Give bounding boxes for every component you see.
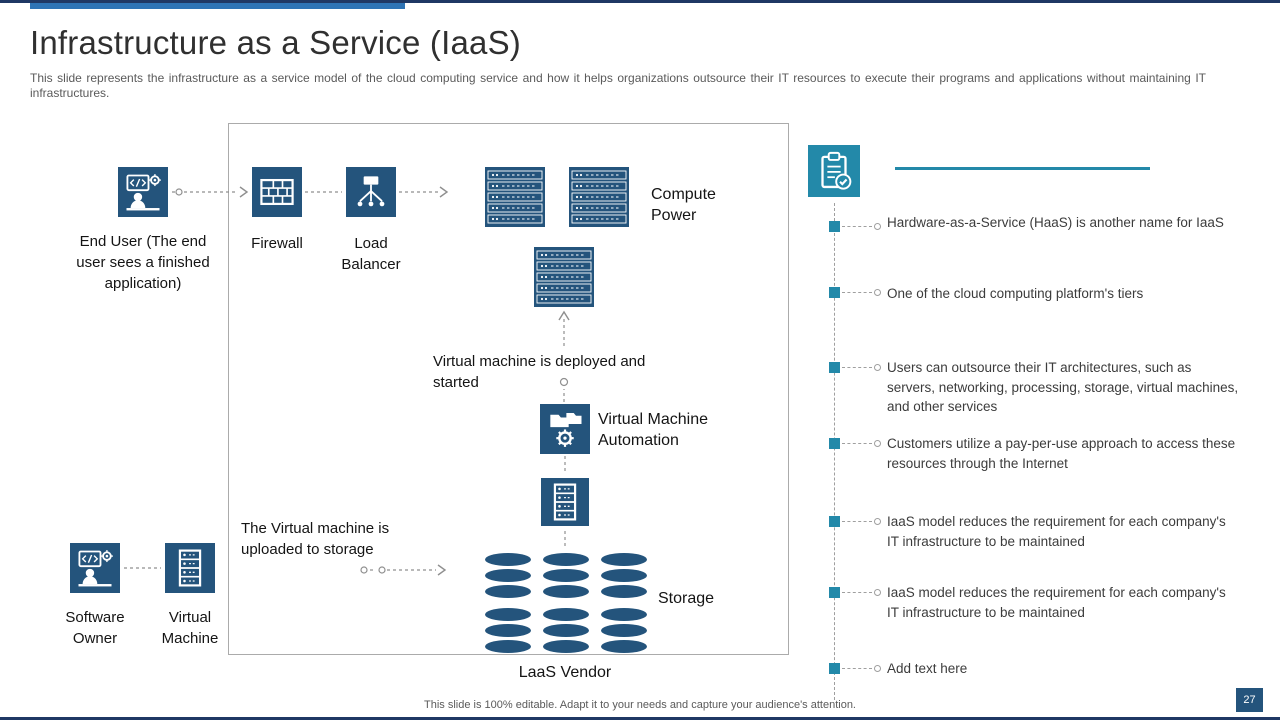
- storage-cylinders-icon: [485, 553, 647, 653]
- footer-note: This slide is 100% editable. Adapt it to…: [424, 699, 856, 711]
- list-item: IaaS model reduces the requirement for e…: [887, 585, 1226, 620]
- end-user-label: End User (The end user sees a finished a…: [76, 233, 210, 292]
- server-rack-icon: [534, 247, 594, 307]
- database-cylinder-icon: [485, 608, 531, 653]
- end-user-icon: [118, 167, 168, 217]
- load-balancer-icon: [346, 167, 396, 217]
- page-title: Infrastructure as a Service (IaaS): [30, 24, 521, 61]
- list-item: IaaS model reduces the requirement for e…: [887, 514, 1226, 549]
- database-cylinder-icon: [543, 553, 589, 598]
- timeline-line: [834, 203, 835, 700]
- bottom-border-line: [0, 717, 1280, 720]
- clipboard-check-icon: [808, 145, 860, 197]
- vm-automation-icon: [540, 404, 590, 454]
- firewall-label: Firewall: [251, 235, 303, 252]
- virtual-machine-label: Virtual Machine: [161, 609, 219, 647]
- vm-automation-label: Virtual Machine Automation: [598, 411, 708, 449]
- accent-line: [895, 167, 1150, 170]
- database-cylinder-icon: [485, 553, 531, 598]
- bullet-marker: [829, 516, 881, 527]
- vendor-label: LaaS Vendor: [518, 664, 612, 681]
- list-item: Customers utilize a pay-per-use approach…: [887, 436, 1236, 471]
- database-cylinder-icon: [543, 608, 589, 653]
- bullet-marker: [829, 362, 881, 373]
- vendor-boundary-box: [228, 123, 789, 655]
- list-item: Hardware-as-a-Service (HaaS) is another …: [887, 215, 1224, 230]
- load-balancer-label: Load Balancer: [341, 235, 401, 273]
- virtual-machine-icon: [165, 543, 215, 593]
- top-border-line: [0, 0, 1280, 3]
- server-rack-icon: [569, 167, 629, 227]
- firewall-icon: [252, 167, 302, 217]
- bullet-marker: [829, 587, 881, 598]
- list-item: Add text here: [887, 661, 968, 676]
- server-rack-icon: [485, 167, 545, 227]
- vm-uploaded-text: The Virtual machine is uploaded to stora…: [241, 520, 390, 558]
- storage-label: Storage: [658, 590, 715, 607]
- software-owner-icon: [70, 543, 120, 593]
- bullet-marker: [829, 663, 881, 674]
- software-owner-label: Software Owner: [65, 609, 125, 647]
- top-accent-bar: [30, 3, 405, 9]
- database-cylinder-icon: [601, 608, 647, 653]
- slide-description: This slide represents the infrastructure…: [30, 71, 1206, 100]
- server-icon: [541, 478, 589, 526]
- bullet-marker: [829, 221, 881, 232]
- bullet-marker: [829, 438, 881, 449]
- database-cylinder-icon: [601, 553, 647, 598]
- list-item: Users can outsource their IT architectur…: [887, 360, 1239, 414]
- compute-power-label: Compute Power: [651, 186, 716, 224]
- list-item: One of the cloud computing platform's ti…: [887, 286, 1144, 301]
- vm-deployed-text: Virtual machine is deployed and started: [433, 353, 646, 391]
- bullet-marker: [829, 287, 881, 298]
- page-number-badge: 27: [1236, 688, 1263, 712]
